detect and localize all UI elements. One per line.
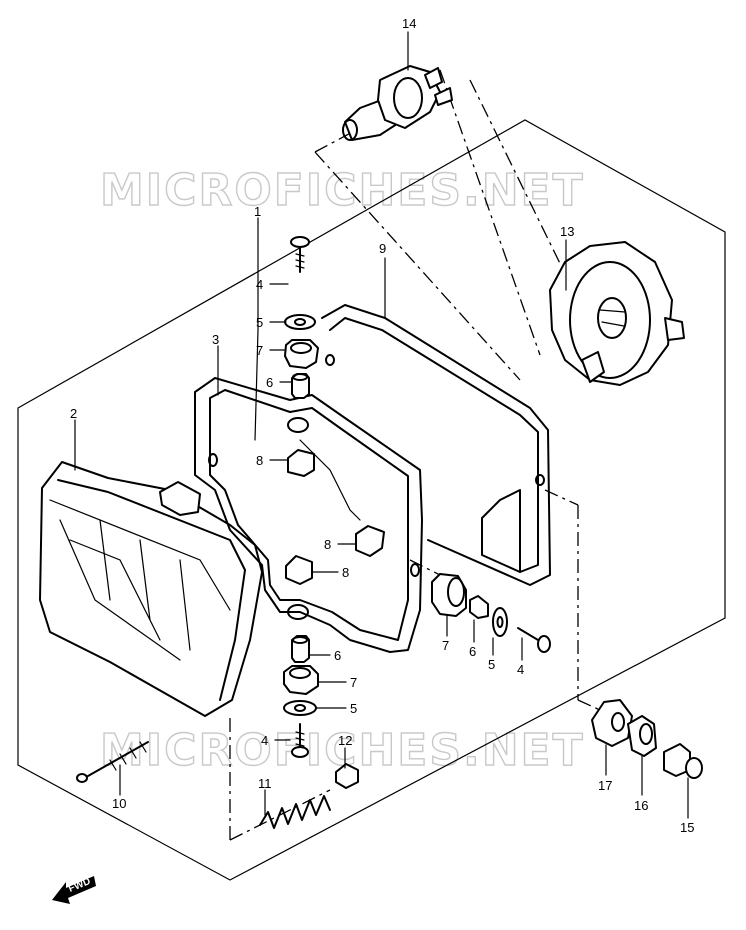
callout-4-bottom: 4 [261, 733, 268, 748]
callout-3: 3 [212, 332, 219, 347]
leader-lines [74, 31, 689, 819]
callout-4-side: 4 [517, 662, 524, 677]
fwd-arrow-icon: FWD [52, 876, 96, 904]
callout-15: 15 [680, 820, 694, 835]
callout-8-low: 8 [342, 565, 349, 580]
spring [259, 795, 331, 829]
callout-8-mid: 8 [324, 537, 331, 552]
bulb [342, 65, 453, 141]
callout-7-top: 7 [256, 343, 263, 358]
callout-1: 1 [254, 204, 261, 219]
callout-16: 16 [634, 798, 648, 813]
callout-10: 10 [112, 796, 126, 811]
callout-8-top: 8 [256, 453, 263, 468]
socket-cover [549, 241, 685, 386]
grommets [285, 449, 385, 585]
callout-5-side: 5 [488, 657, 495, 672]
callout-2: 2 [70, 406, 77, 421]
adjuster-nut [335, 763, 359, 789]
headlight-unit [39, 461, 263, 717]
callout-6-bottom: 6 [334, 648, 341, 663]
adjusting-screw [76, 741, 149, 783]
watermark-top: MICROFICHES.NET [100, 165, 585, 216]
callout-4-top: 4 [256, 277, 263, 292]
callout-labels: 14 13 1 9 4 5 7 6 3 2 8 8 8 6 7 5 4 7 6 … [70, 16, 694, 835]
callout-5-top: 5 [256, 315, 263, 330]
callout-9: 9 [379, 241, 386, 256]
callout-12: 12 [338, 733, 352, 748]
callout-5-bottom: 5 [350, 701, 357, 716]
callout-17: 17 [598, 778, 612, 793]
rear-housing [321, 304, 551, 586]
assembly-outline [17, 119, 726, 881]
callout-14: 14 [402, 16, 416, 31]
callout-6-side: 6 [469, 644, 476, 659]
callout-11: 11 [258, 776, 272, 791]
callout-7-side: 7 [442, 638, 449, 653]
hardware-side [431, 573, 551, 653]
mount-hardware [591, 699, 703, 779]
callout-7-bottom: 7 [350, 675, 357, 690]
hardware-top [284, 236, 319, 399]
callout-6-top: 6 [266, 375, 273, 390]
callout-13: 13 [560, 224, 574, 239]
